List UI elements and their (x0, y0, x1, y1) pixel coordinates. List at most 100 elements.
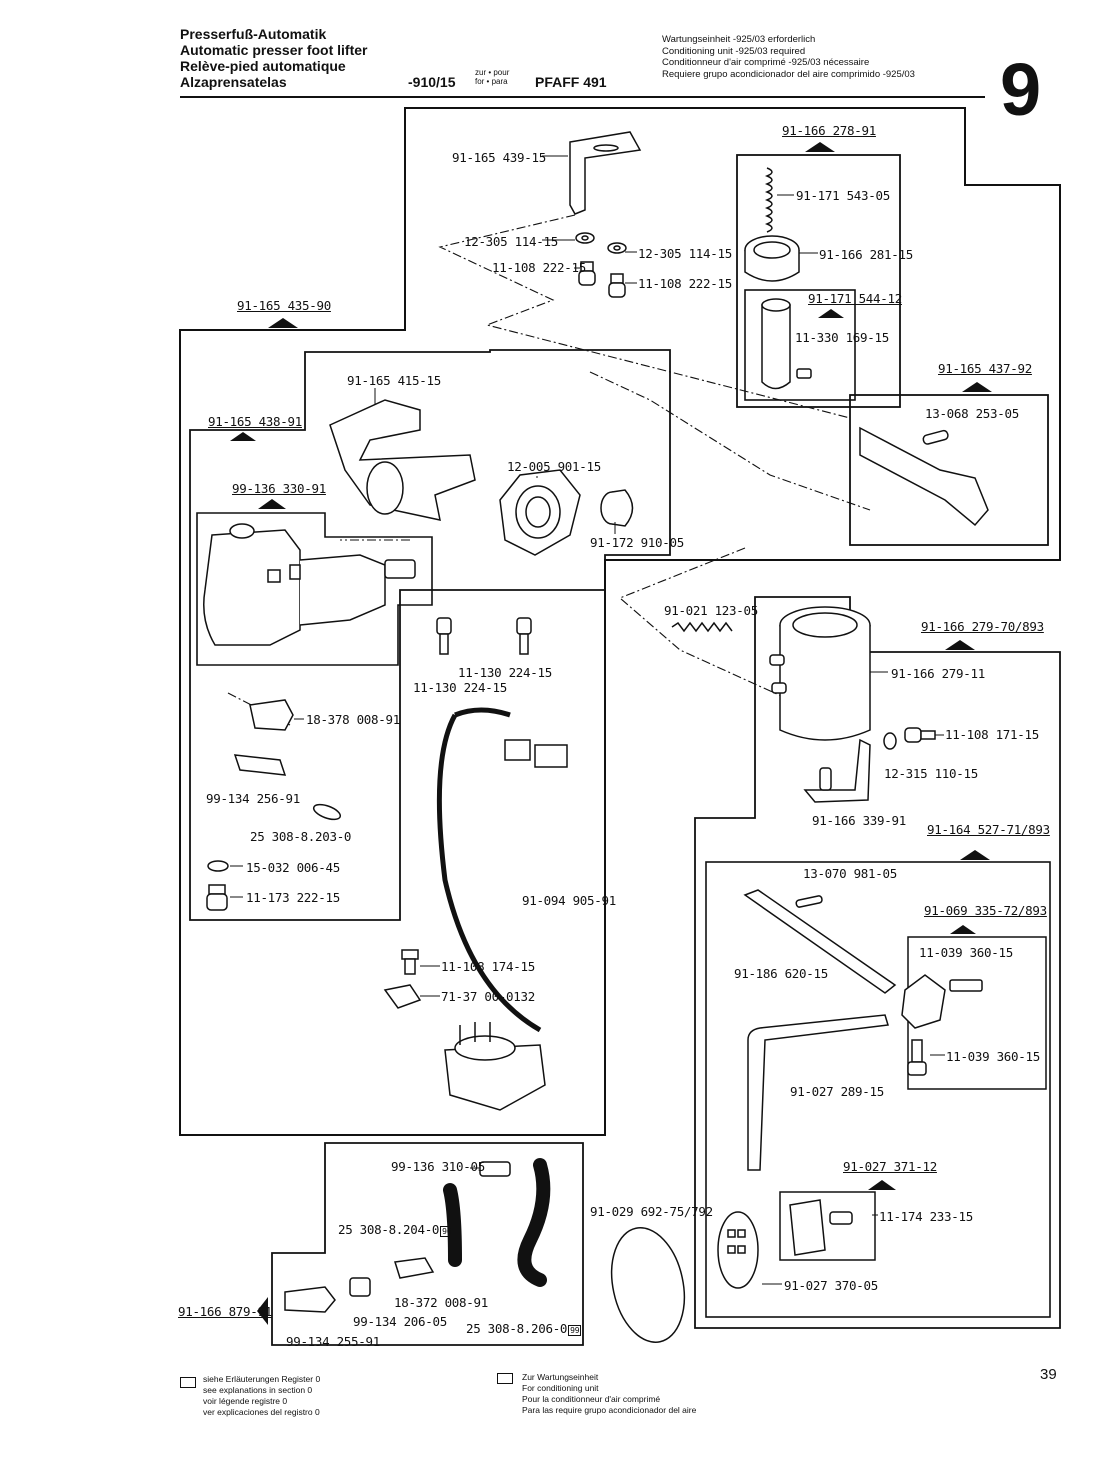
assembly-label-544-12: 91-171 544-12 (808, 291, 902, 306)
part-label: 91-029 692-75/792 (590, 1204, 713, 1219)
part-label: 71-37 00-0132 (441, 989, 535, 1004)
legend2-de: Zur Wartungseinheit (522, 1372, 599, 1382)
for-label-1: zur • pour (475, 68, 510, 77)
assembly-label-438-91: 91-165 438-91 (208, 414, 302, 429)
page-header: Presserfuß-Automatik Automatic presser f… (180, 26, 367, 90)
part-label: 91-165 439-15 (452, 150, 546, 165)
title-en: Automatic presser foot lifter (180, 42, 368, 58)
part-label: 18-378 008-91 (306, 712, 400, 727)
legend-register-text: siehe Erläuterungen Register 0 see expla… (203, 1374, 320, 1418)
ref-tag: 96 (440, 1226, 454, 1237)
for-label: zur • pour for • para (475, 68, 509, 86)
part-label: 99-136 310-05 (391, 1159, 485, 1174)
part-label: 12-305 114-15 (638, 246, 732, 261)
part-label: 15-032 006-45 (246, 860, 340, 875)
legend2-fr: Pour la conditionneur d'air comprimé (522, 1394, 661, 1404)
title-es: Alzaprensatelas (180, 74, 287, 90)
part-label: 11-108 222-15 (638, 276, 732, 291)
assembly-label-069-335: 91-069 335-72/893 (924, 903, 1047, 918)
leader-lines (230, 155, 945, 1285)
legend2-en: For conditioning unit (522, 1383, 599, 1393)
part-label: 91-166 339-91 (812, 813, 906, 828)
legend1-es: ver explicaciones del registro 0 (203, 1407, 320, 1417)
part-label: 12-305 114-15 (464, 234, 558, 249)
ref-tag: 99 (568, 1325, 582, 1336)
part-label: 25 308-8.203-0 (250, 829, 352, 844)
part-label: 99-134 255-91 (286, 1334, 380, 1349)
part-label: 91-027 370-05 (784, 1278, 878, 1293)
frame-437-92 (849, 394, 1049, 546)
part-label: 13-070 981-05 (803, 866, 897, 881)
note-en: Conditioning unit -925/03 required (662, 45, 806, 57)
legend-conditioning-text: Zur Wartungseinheit For conditioning uni… (522, 1372, 696, 1416)
part-label: 13-068 253-05 (925, 406, 1019, 421)
part-label: 12-315 110-15 (884, 766, 978, 781)
assembly-label-371-12: 91-027 371-12 (843, 1159, 937, 1174)
assembly-markers (230, 142, 992, 1325)
part-label: 11-173 222-15 (246, 890, 340, 905)
assembly-label-278-91: 91-166 278-91 (782, 123, 876, 138)
model-code: -910/15 (408, 74, 456, 90)
frame-544-12 (744, 289, 856, 401)
part-label: 18-372 008-91 (394, 1295, 488, 1310)
frame-438-91 (189, 349, 671, 921)
part-label: 11-039 360-15 (919, 945, 1013, 960)
title-de: Presserfuß-Automatik (180, 26, 327, 42)
for-label-2: for • para (475, 77, 508, 86)
part-label: 11-330 169-15 (795, 330, 889, 345)
part-label: 11-108 222-15 (492, 260, 586, 275)
frame-527-71 (705, 861, 1051, 1318)
part-label: 11-174 233-15 (879, 1209, 973, 1224)
part-label: 12-005 901-15 (507, 459, 601, 474)
machine-name: PFAFF 491 (535, 74, 607, 90)
part-label: 99-134 206-05 (353, 1314, 447, 1329)
legend1-en: see explanations in section 0 (203, 1385, 313, 1395)
assembly-label-437-92: 91-165 437-92 (938, 361, 1032, 376)
part-drawings (203, 131, 989, 1343)
frame-278-91 (736, 154, 901, 408)
part-label: 91-027 289-15 (790, 1084, 884, 1099)
part-label: 11-130 224-15 (458, 665, 552, 680)
part-label: 11-039 360-15 (946, 1049, 1040, 1064)
part-label: 11-108 171-15 (945, 727, 1039, 742)
part-label: 91-172 910-05 (590, 535, 684, 550)
note-de: Wartungseinheit -925/03 erforderlich (662, 34, 816, 45)
part-label: 91-171 543-05 (796, 188, 890, 203)
assembly-label-879-91: 91-166 879-91 (178, 1304, 272, 1319)
legend1-fr: voir légende registre 0 (203, 1396, 288, 1406)
title-fr: Relève-pied automatique (180, 58, 346, 74)
requirement-note: Wartungseinheit -925/03 erforderlich Con… (662, 34, 915, 80)
cover-692 (610, 1227, 686, 1343)
note-fr: Conditionneur d'air comprimé -925/03 néc… (662, 57, 870, 68)
part-label: 25 308-8.204-0 (338, 1222, 440, 1237)
assembly-label-435-90: 91-165 435-90 (237, 298, 331, 313)
part-label: 25 308-8.206-0 (466, 1321, 568, 1336)
valve-body (203, 529, 301, 646)
page-number: 39 (1040, 1366, 1057, 1383)
legend2-es: Para las require grupo acondicionador de… (522, 1405, 697, 1415)
note-es: Requiere grupo acondicionador del aire c… (662, 68, 915, 80)
part-label: 91-165 415-15 (347, 373, 441, 388)
frame-371-12 (779, 1191, 876, 1261)
hose-204 (443, 1183, 462, 1267)
part-label: 11-130 224-15 (413, 680, 507, 695)
bracket-415 (329, 399, 476, 521)
part-label: 99-134 256-91 (206, 791, 300, 806)
assembly-label-279-70: 91-166 279-70/893 (921, 619, 1044, 634)
bracket-439 (569, 131, 642, 215)
assembly-label-527-71: 91-164 527-71/893 (927, 822, 1050, 837)
part-label: 91-186 620-15 (734, 966, 828, 981)
section-number: 9 (1000, 48, 1042, 131)
assembly-label-330-91: 99-136 330-91 (232, 481, 326, 496)
legend-register-box (180, 1377, 196, 1388)
part-label: 91-166 281-15 (819, 247, 913, 262)
legend1-de: siehe Erläuterungen Register 0 (203, 1374, 321, 1384)
part-label: 91-021 123-05 (664, 603, 758, 618)
part-label: 91-094 905-91 (522, 893, 616, 908)
frame-879-91 (271, 1142, 584, 1346)
legend-conditioning-box (497, 1373, 513, 1384)
hose-206 (517, 1158, 551, 1287)
